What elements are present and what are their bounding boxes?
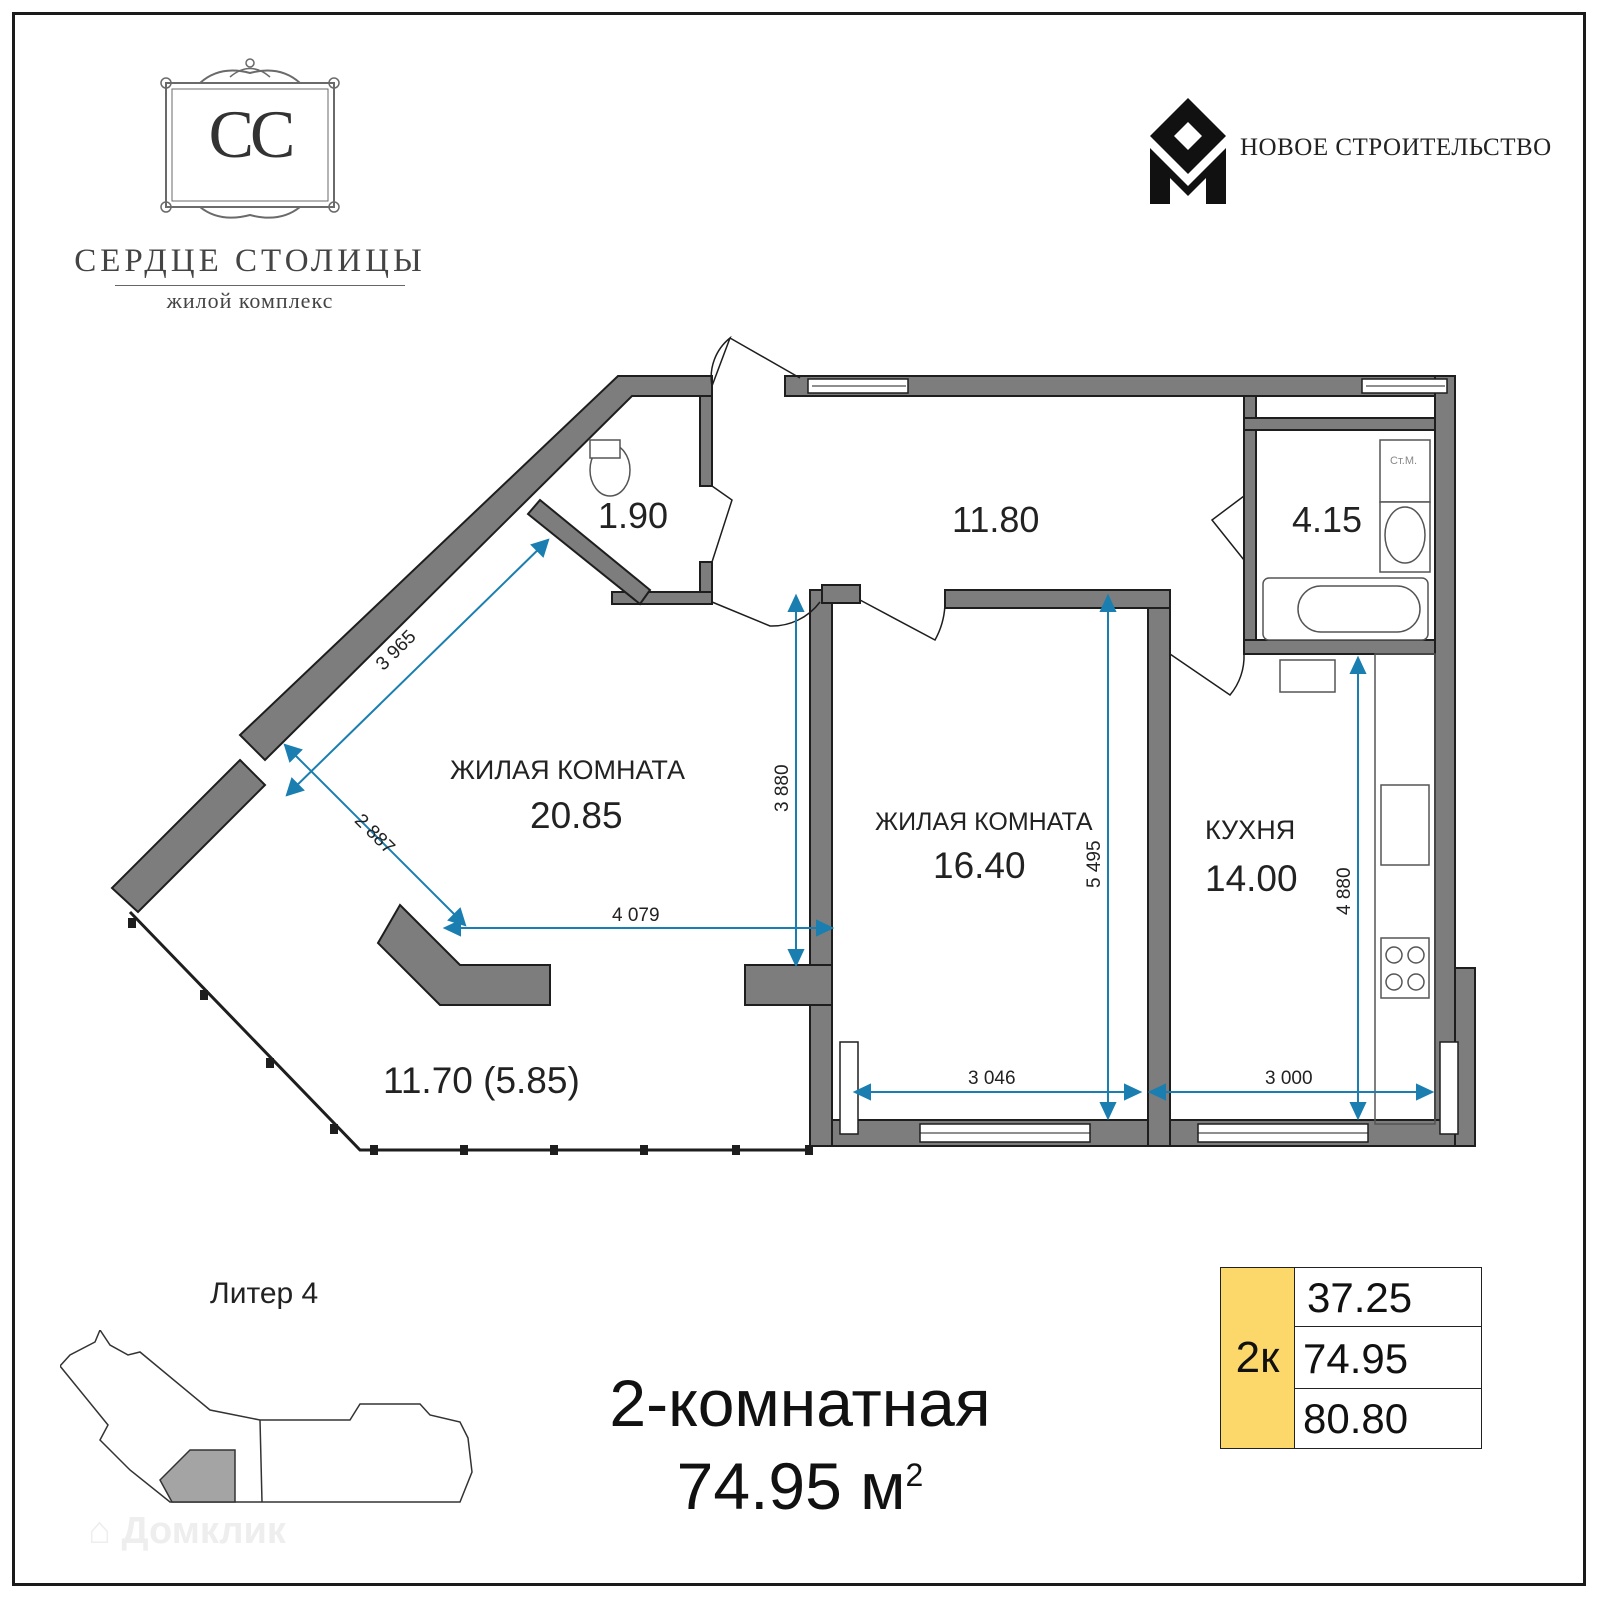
ornament-frame-icon (160, 58, 340, 219)
dimension-d4: 3 880 (772, 764, 793, 812)
wall-bath-top (1243, 417, 1436, 431)
wall-wc-right (699, 395, 713, 487)
locator-highlight (159, 1449, 236, 1503)
wall-bath-left (1243, 395, 1257, 647)
brand-logo-left (160, 55, 340, 225)
room-bath-area: 4.15 (1292, 499, 1363, 540)
wall-living-partition (376, 903, 551, 1006)
dimension-d5: 5 495 (1084, 840, 1105, 888)
wall-bedroom-right (1147, 589, 1171, 1147)
door-kitchen (1169, 653, 1245, 697)
legend-value-2: 74.95 (1303, 1335, 1409, 1382)
fridge (1279, 659, 1336, 693)
room-hall-area: 11.80 (952, 499, 1040, 540)
brand-monogram: CC (208, 96, 296, 172)
wall-partition (744, 964, 833, 1006)
wall-diagonal-outer (238, 375, 713, 762)
area-legend: 2к 37.25 74.95 80.80 (1220, 1267, 1482, 1449)
room-wc-area: 1.90 (598, 495, 669, 536)
brand-name-right: НОВОЕ СТРОИТЕЛЬСТВО (1240, 134, 1552, 161)
door-entrance (710, 335, 732, 387)
washer (1379, 439, 1431, 503)
dimension-d7: 3 046 (968, 1068, 1016, 1089)
room-balcony-area: 11.70 (5.85) (383, 1060, 580, 1101)
room-living2-label: ЖИЛАЯ КОМНАТА (875, 808, 1093, 836)
legend-value-3: 80.80 (1303, 1395, 1409, 1442)
diamond-house-icon (1150, 98, 1226, 204)
dimension-d3: 4 079 (612, 905, 660, 926)
wall-right (1434, 375, 1456, 1147)
door-living1 (711, 601, 821, 627)
brand-subtitle-left: жилой комплекс (166, 288, 334, 313)
legend-value-1-cell: 37.25 (1295, 1267, 1482, 1327)
legend-value-2-cell: 74.95 (1295, 1327, 1482, 1389)
wall-bedroom-left (809, 589, 833, 1147)
legend-code-cell: 2к (1220, 1267, 1295, 1449)
bathtub-inner (1297, 585, 1421, 633)
brand-divider (115, 285, 405, 286)
apartment-area-unit-sup: 2 (905, 1457, 924, 1493)
apartment-type: 2-комнатная (609, 1366, 991, 1440)
room-kitchen-area: 14.00 (1205, 858, 1298, 899)
apartment-area-value: 74.95 м (676, 1449, 906, 1523)
watermark: ⌂ Домклик (88, 1510, 286, 1553)
wall-bedroom-top-stub (821, 584, 861, 604)
room-living2-area: 16.40 (933, 845, 1026, 886)
room-living1-area: 20.85 (530, 795, 623, 836)
kitchen-counter (1374, 653, 1436, 1125)
stove (1380, 937, 1430, 999)
apartment-area: 74.95 м2 (0, 1448, 1600, 1524)
kitchen-sink (1380, 784, 1430, 866)
balcony-rail (128, 910, 808, 1152)
brand-name-left: СЕРДЦЕ СТОЛИЦЫ (74, 243, 426, 279)
door-wc (711, 485, 733, 563)
locator-label: Литер 4 (210, 1277, 319, 1310)
legend-value-1: 37.25 (1307, 1274, 1413, 1321)
building-locator (60, 1330, 473, 1503)
legend-code: 2к (1235, 1333, 1280, 1382)
room-living1-label: ЖИЛАЯ КОМНАТА (450, 755, 685, 785)
page-frame (12, 12, 1586, 1586)
brand-logo-right (1148, 96, 1228, 206)
wall-diagonal-lower (110, 758, 267, 914)
watermark-house-icon: ⌂ (88, 1510, 111, 1552)
wall-wc-diag (526, 498, 652, 606)
wall-bath-bottom (1243, 639, 1436, 655)
dimension-d8: 3 000 (1265, 1068, 1313, 1089)
legend-value-3-cell: 80.80 (1295, 1389, 1482, 1449)
dimension-d6: 4 880 (1334, 867, 1355, 915)
door-bath (1210, 495, 1245, 561)
room-kitchen-label: КУХНЯ (1205, 815, 1296, 845)
watermark-text: Домклик (121, 1510, 286, 1552)
wall-bedroom-top (944, 589, 1171, 609)
door-bedroom (859, 599, 946, 642)
window-left-b (1439, 1041, 1459, 1135)
window-left-a (839, 1041, 859, 1135)
washer-label: Ст.М. (1390, 455, 1418, 467)
